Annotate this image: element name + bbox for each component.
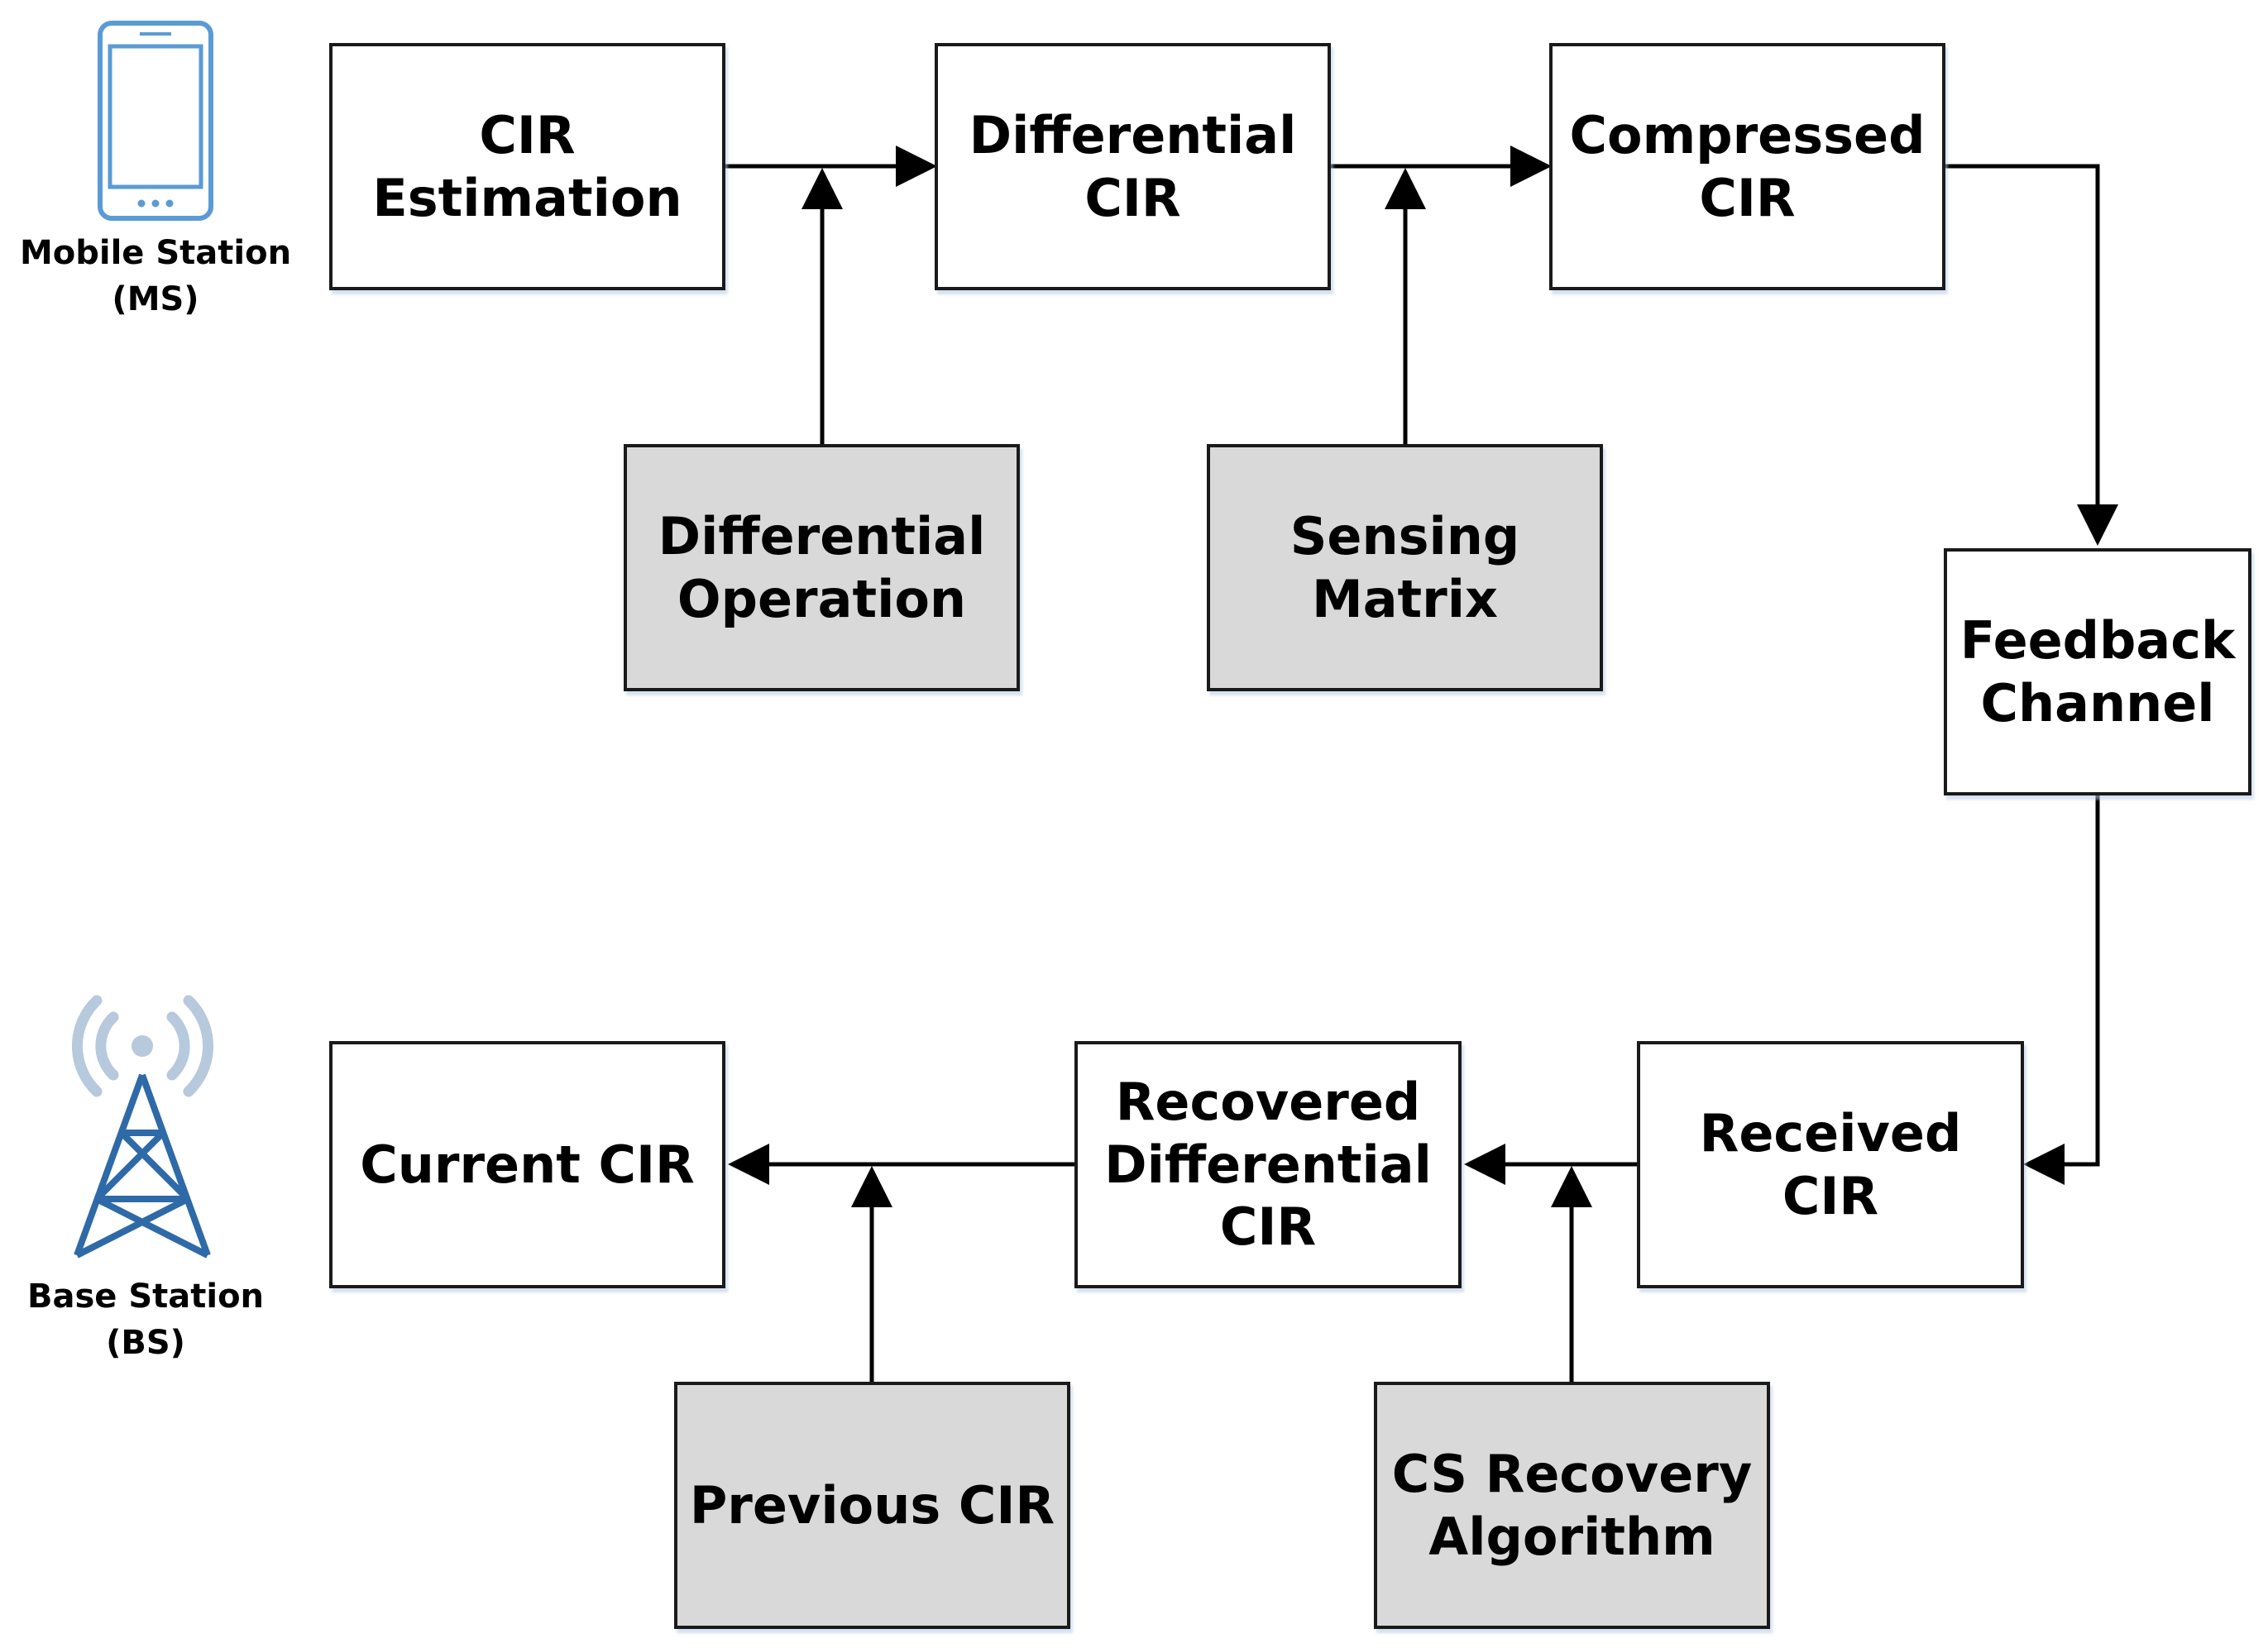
received-cir-block: Received CIR bbox=[1637, 1041, 2024, 1288]
arrow-feedback-channel-to-received-cir bbox=[2023, 795, 2100, 1185]
compressed-cir-block: Compressed CIR bbox=[1549, 43, 1945, 290]
differential-cir-block: Differential CIR bbox=[935, 43, 1331, 290]
base-station-label: Base Station (BS) bbox=[26, 1278, 265, 1362]
smartphone-icon bbox=[98, 21, 213, 221]
mobile-station-label: Mobile Station (MS) bbox=[19, 234, 292, 318]
recovered-differential-cir-block: Recovered Differential CIR bbox=[1074, 1041, 1462, 1288]
arrow-compressed-cir-to-feedback-channel bbox=[1945, 164, 2118, 546]
previous-cir-block: Previous CIR bbox=[674, 1382, 1070, 1629]
feedback-channel-block: Feedback Channel bbox=[1944, 548, 2251, 795]
differential-operation-block: Differential Operation bbox=[624, 444, 1020, 691]
current-cir-block: Current CIR bbox=[329, 1041, 725, 1288]
sensing-matrix-block: Sensing Matrix bbox=[1207, 444, 1603, 691]
cir-estimation-block: CIR Estimation bbox=[329, 43, 725, 290]
cs-recovery-algorithm-block: CS Recovery Algorithm bbox=[1374, 1382, 1770, 1629]
cell-tower-icon bbox=[72, 995, 213, 1259]
